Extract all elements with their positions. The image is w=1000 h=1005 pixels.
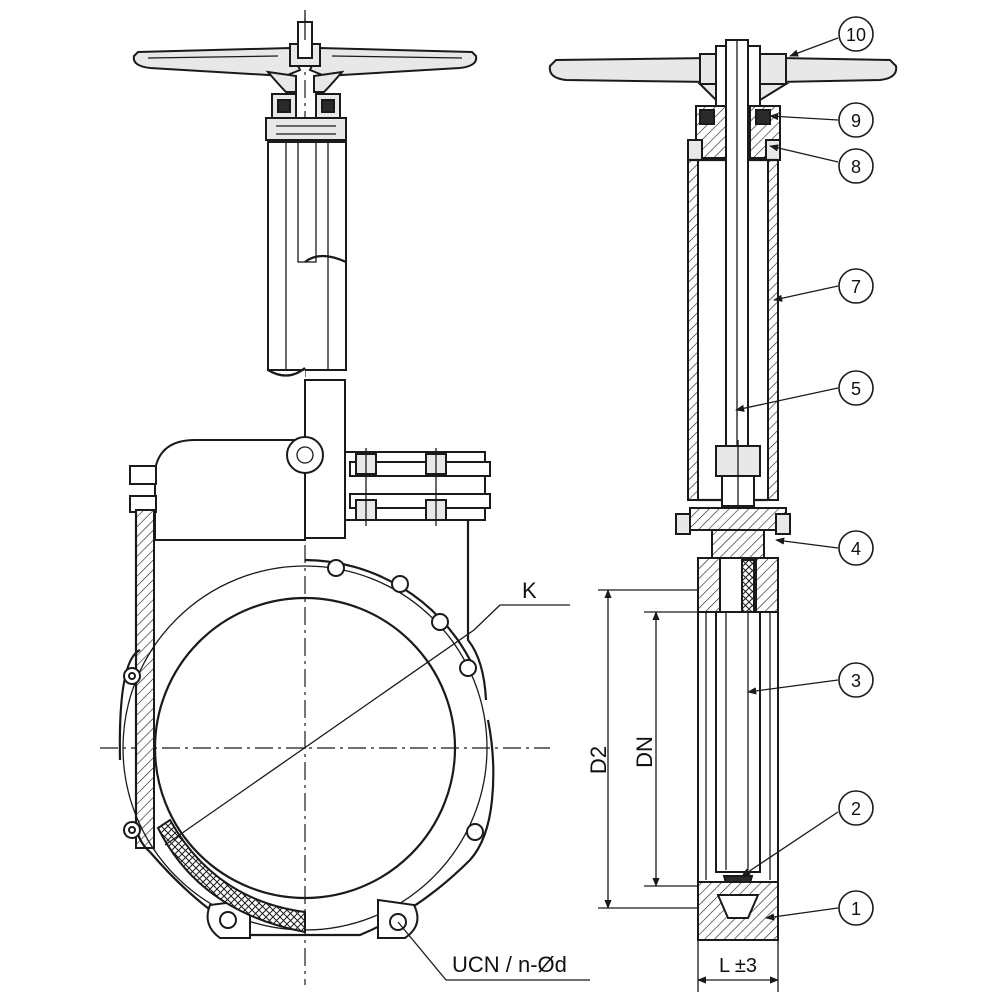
callout-5-label: 5 [851,379,861,399]
callout-10-label: 10 [846,25,866,45]
side-view: D2 DN L ±3 [548,16,898,992]
callout-7: 7 [838,268,874,304]
callout-3: 3 [838,662,874,698]
callout-2-label: 2 [851,799,861,819]
front-stem-tube [267,141,347,440]
callout-leaders [735,37,839,921]
dn-dimension: DN [632,611,698,887]
callout-1-label: 1 [851,899,861,919]
k-leader-line [164,629,475,846]
callout-10: 10 [838,16,874,52]
callout-3-label: 3 [851,671,861,691]
side-stem-coupling [715,440,761,507]
d2-label: D2 [586,746,611,774]
side-body [697,557,779,941]
front-view: K UCN / n-Ød [100,10,590,985]
callout-9: 9 [838,102,874,138]
k-label: K [522,578,537,603]
length-dimension: L ±3 [697,940,779,992]
d2-dimension: D2 [586,589,698,909]
front-body [129,436,491,853]
dn-label: DN [632,736,657,768]
side-bonnet-flange [675,507,791,559]
callout-7-label: 7 [851,277,861,297]
length-label: L ±3 [719,955,757,977]
front-gate-plate [304,379,486,539]
callout-4-label: 4 [851,539,861,559]
callout-9-label: 9 [851,111,861,131]
front-handwheel [132,10,478,93]
bolt-spec-callout: UCN / n-Ød [397,921,590,981]
k-dimension: K [164,578,570,846]
front-bolt-holes [123,559,484,931]
callout-4: 4 [838,530,874,566]
bolt-spec-label: UCN / n-Ød [452,952,567,977]
callout-8-label: 8 [851,157,861,177]
callout-1: 1 [838,890,874,926]
side-handwheel [548,45,898,107]
callout-8: 8 [838,148,874,184]
callout-2: 2 [838,790,874,826]
callout-5: 5 [838,370,874,406]
front-yoke-top [265,93,347,141]
